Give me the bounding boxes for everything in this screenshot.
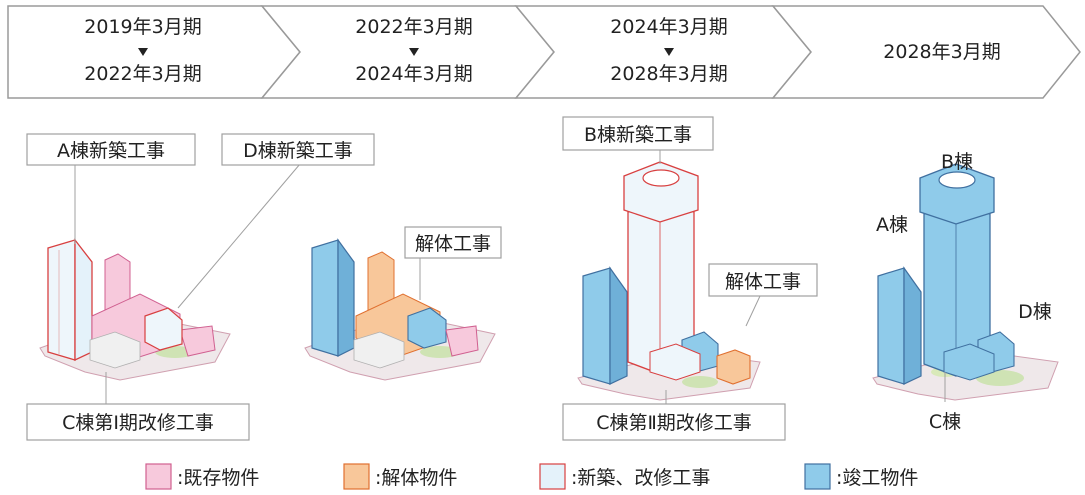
phase-4-label: 2028年3月期: [883, 41, 1000, 63]
existing-lowrise: [445, 325, 479, 357]
legend-swatch-construction: [539, 463, 566, 490]
label-d-new: D棟新築工事: [243, 140, 353, 162]
label-d-new-box: [221, 133, 375, 166]
legend-swatch-completed: [804, 463, 831, 490]
label-a-new-box: [26, 133, 196, 166]
a-building-front: [877, 267, 905, 385]
d-building: [144, 307, 183, 351]
c-building: [943, 343, 995, 381]
phase-1-from: 2019年3月期: [84, 16, 201, 38]
label-a-new: A棟新築工事: [57, 140, 165, 162]
a-building-front: [47, 239, 76, 361]
b-building-roof-ring: [938, 171, 976, 189]
phase-1-to: 2022年3月期: [84, 63, 201, 85]
c-building: [353, 331, 405, 369]
label-c-phase1-box: [26, 403, 250, 441]
label-demolition-3: 解体工事: [725, 271, 801, 293]
phase-3-arrow-icon: [664, 48, 674, 56]
b-building-roof-ring: [642, 169, 680, 187]
phase-3-illustration: B棟新築工事 解体工事 C棟第Ⅱ期改修工事: [562, 116, 818, 441]
a-building-side: [74, 238, 93, 362]
phase-1-illustration: A棟新築工事 D棟新築工事 C棟第Ⅰ期改修工事: [26, 133, 375, 441]
legend-swatch-demolition: [343, 463, 370, 490]
phase-2-arrow-icon: [409, 48, 419, 56]
label-demolition-2: 解体工事: [415, 233, 491, 255]
c-building: [89, 331, 141, 369]
label-d-bldg: D棟: [1018, 301, 1052, 323]
phase-2-to: 2024年3月期: [355, 63, 472, 85]
phase-2-from: 2022年3月期: [355, 16, 472, 38]
a-building-side: [609, 266, 628, 385]
phase-3-to: 2028年3月期: [610, 63, 727, 85]
park-lawn: [682, 376, 718, 388]
legend-label-construction: :新築、改修工事: [571, 467, 710, 489]
d-building: [407, 307, 447, 349]
c-building: [649, 343, 701, 381]
phase-2-illustration: 解体工事: [304, 226, 502, 381]
demolition-lowrise: [716, 349, 751, 385]
label-c-phase2-box: [562, 403, 786, 441]
label-b-bldg: B棟: [941, 151, 973, 173]
label-c-phase1: C棟第Ⅰ期改修工事: [62, 412, 214, 434]
legend-swatch-existing: [145, 463, 172, 490]
phase-4-illustration: B棟 A棟 D棟 C棟: [872, 151, 1059, 433]
a-building-front: [311, 239, 339, 357]
label-b-new-box: [562, 116, 714, 151]
legend: :既存物件 :解体物件 :新築、改修工事 :竣工物件: [145, 463, 918, 490]
existing-lowrise: [179, 325, 216, 357]
b-building-crown: [919, 163, 995, 225]
label-b-new: B棟新築工事: [584, 124, 692, 146]
legend-label-existing: :既存物件: [177, 467, 259, 489]
a-building-front: [582, 267, 611, 385]
legend-label-demolition: :解体物件: [375, 467, 457, 489]
phase-3-from: 2024年3月期: [610, 16, 727, 38]
phase-4-chevron: [771, 5, 1081, 99]
legend-label-completed: :竣工物件: [836, 467, 918, 489]
label-demolition-2-box: [404, 226, 502, 259]
a-building-side: [903, 266, 922, 385]
timeline: 2019年3月期 2022年3月期 2022年3月期 2024年3月期 2024…: [7, 5, 1081, 99]
label-c-bldg: C棟: [929, 411, 961, 433]
label-demolition-3-box: [708, 263, 818, 297]
label-c-phase2: C棟第Ⅱ期改修工事: [596, 412, 752, 434]
a-building-side: [337, 238, 355, 357]
phase-1-arrow-icon: [138, 48, 148, 56]
label-a-bldg: A棟: [876, 214, 908, 236]
